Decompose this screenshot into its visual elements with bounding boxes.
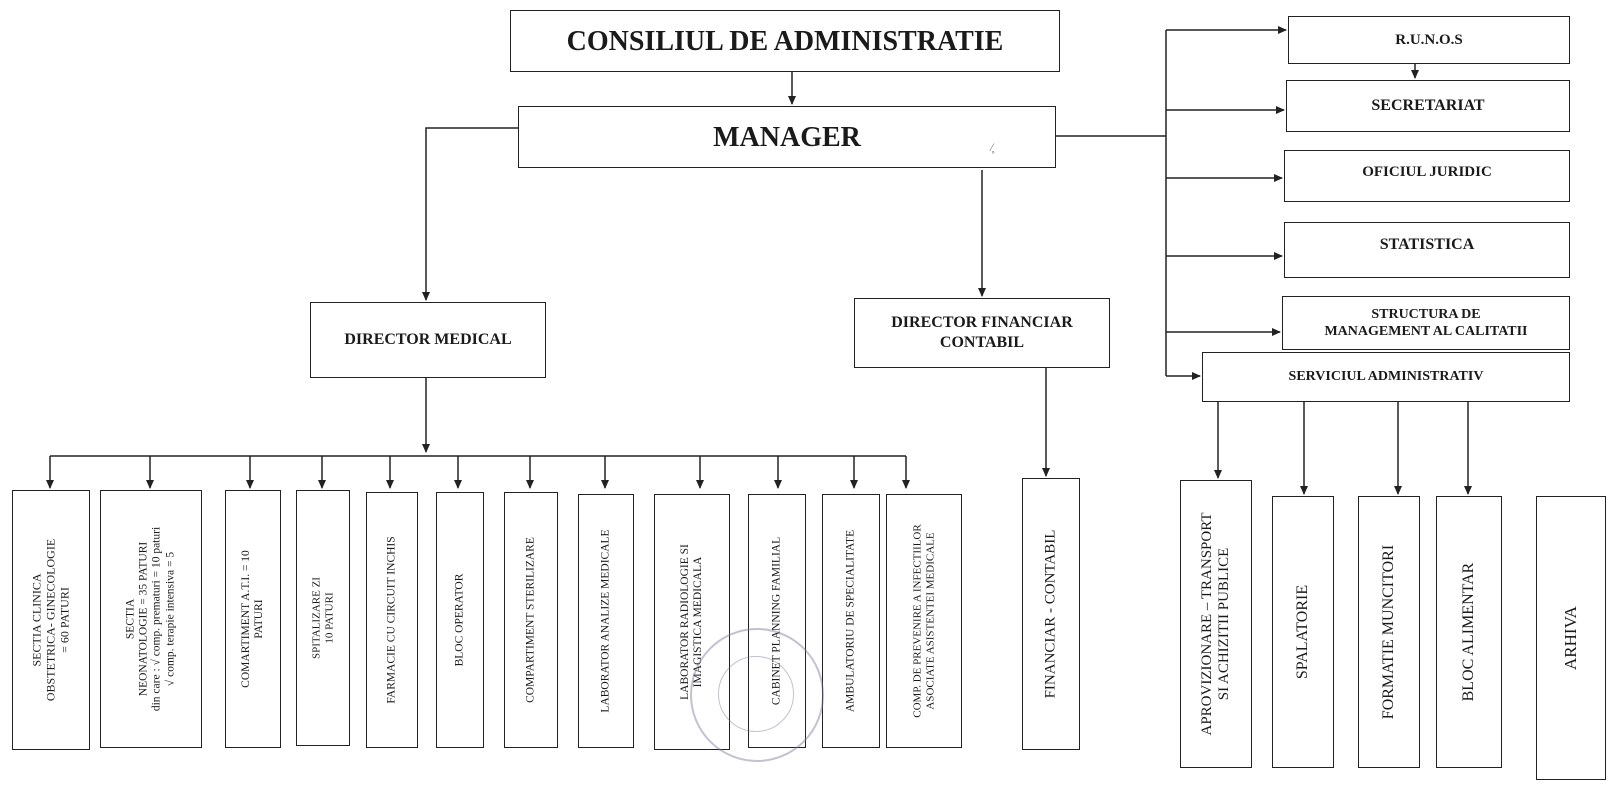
- medical-unit-label: AMBULATORIU DE SPECIALITATE: [844, 529, 857, 713]
- stamp-mark-inner: [718, 656, 794, 732]
- board-label: CONSILIUL DE ADMINISTRATIE: [566, 25, 1004, 57]
- manager-box: MANAGER: [518, 106, 1056, 168]
- financial-director-box: DIRECTOR FINANCIAR CONTABIL: [854, 298, 1110, 368]
- administrative-unit-label: BLOC ALIMENTAR: [1459, 562, 1477, 702]
- administrative-service-label: SERVICIUL ADMINISTRATIV: [1288, 369, 1484, 385]
- quality-management-box: STRUCTURA DE MANAGEMENT AL CALITATII: [1282, 296, 1570, 350]
- medical-unit-label: SECTIA NEONATOLOGIE = 35 PATURI din care…: [124, 526, 177, 712]
- administrative-unit-box: ARHIVA: [1536, 496, 1606, 780]
- medical-unit-box: COMPARTIMENT STERILIZARE: [504, 492, 558, 748]
- medical-unit-box: BLOC OPERATOR: [436, 492, 484, 748]
- board-box: CONSILIUL DE ADMINISTRATIE: [510, 10, 1060, 72]
- secretariat-label: SECRETARIAT: [1371, 97, 1485, 114]
- runos-label: R.U.N.O.S: [1395, 31, 1463, 48]
- secretariat-box: SECRETARIAT: [1286, 80, 1570, 132]
- medical-unit-label: LABORATOR ANALIZE MEDICALE: [599, 529, 612, 713]
- medical-unit-label: COMP. DE PREVENIRE A INFECTIILOR ASOCIAT…: [911, 524, 936, 718]
- medical-unit-label: SECTIA CLINICA OBSTETRICA- GINECOLOGIE =…: [29, 538, 71, 702]
- medical-unit-box: SECTIA CLINICA OBSTETRICA- GINECOLOGIE =…: [12, 490, 90, 750]
- medical-unit-box: FARMACIE CU CIRCUIT INCHIS: [366, 492, 418, 748]
- medical-director-box: DIRECTOR MEDICAL: [310, 302, 546, 378]
- financial-director-label: DIRECTOR FINANCIAR CONTABIL: [891, 314, 1073, 351]
- medical-unit-box: SECTIA NEONATOLOGIE = 35 PATURI din care…: [100, 490, 202, 748]
- administrative-unit-box: BLOC ALIMENTAR: [1436, 496, 1502, 768]
- statistics-label: STATISTICA: [1379, 236, 1475, 253]
- administrative-service-box: SERVICIUL ADMINISTRATIV: [1202, 352, 1570, 402]
- medical-unit-box: COMARTIMENT A.T.I. = 10 PATURI: [225, 490, 281, 748]
- administrative-unit-box: FORMATIE MUNCITORI: [1358, 496, 1420, 768]
- medical-unit-label: BLOC OPERATOR: [453, 573, 466, 667]
- medical-unit-box: AMBULATORIU DE SPECIALITATE: [822, 494, 880, 748]
- medical-unit-label: COMARTIMENT A.T.I. = 10 PATURI: [239, 550, 265, 688]
- administrative-unit-label: FORMATIE MUNCITORI: [1379, 544, 1397, 720]
- manager-label: MANAGER: [713, 121, 861, 153]
- medical-unit-box: LABORATOR ANALIZE MEDICALE: [578, 494, 634, 748]
- administrative-unit-label: APROVIZIONARE – TRANSPORT SI ACHIZITII P…: [1198, 512, 1232, 736]
- administrative-unit-label: ARHIVA: [1561, 606, 1581, 670]
- stamp-mark: [690, 628, 824, 762]
- administrative-unit-label: SPALATORIE: [1293, 584, 1311, 680]
- administrative-unit-box: APROVIZIONARE – TRANSPORT SI ACHIZITII P…: [1180, 480, 1252, 768]
- medical-unit-label: COMPARTIMENT STERILIZARE: [524, 537, 537, 703]
- financial-unit-label: FINANCIAR - CONTABIL: [1042, 529, 1059, 699]
- legal-office-box: OFICIUL JURIDIC: [1284, 150, 1570, 202]
- financial-unit-box: FINANCIAR - CONTABIL: [1022, 478, 1080, 750]
- margin-mark: /̥: [990, 140, 994, 154]
- medical-unit-label: SPITALIZARE ZI 10 PATURI: [310, 577, 335, 659]
- medical-unit-label: FARMACIE CU CIRCUIT INCHIS: [385, 536, 398, 704]
- medical-unit-box: COMP. DE PREVENIRE A INFECTIILOR ASOCIAT…: [886, 494, 962, 748]
- administrative-unit-box: SPALATORIE: [1272, 496, 1334, 768]
- quality-management-label: STRUCTURA DE MANAGEMENT AL CALITATII: [1324, 306, 1528, 340]
- legal-office-label: OFICIUL JURIDIC: [1362, 164, 1492, 180]
- statistics-box: STATISTICA: [1284, 222, 1570, 278]
- medical-director-label: DIRECTOR MEDICAL: [344, 331, 512, 348]
- medical-unit-box: SPITALIZARE ZI 10 PATURI: [296, 490, 350, 746]
- runos-box: R.U.N.O.S: [1288, 16, 1570, 64]
- connector-manager-medical: [422, 127, 518, 301]
